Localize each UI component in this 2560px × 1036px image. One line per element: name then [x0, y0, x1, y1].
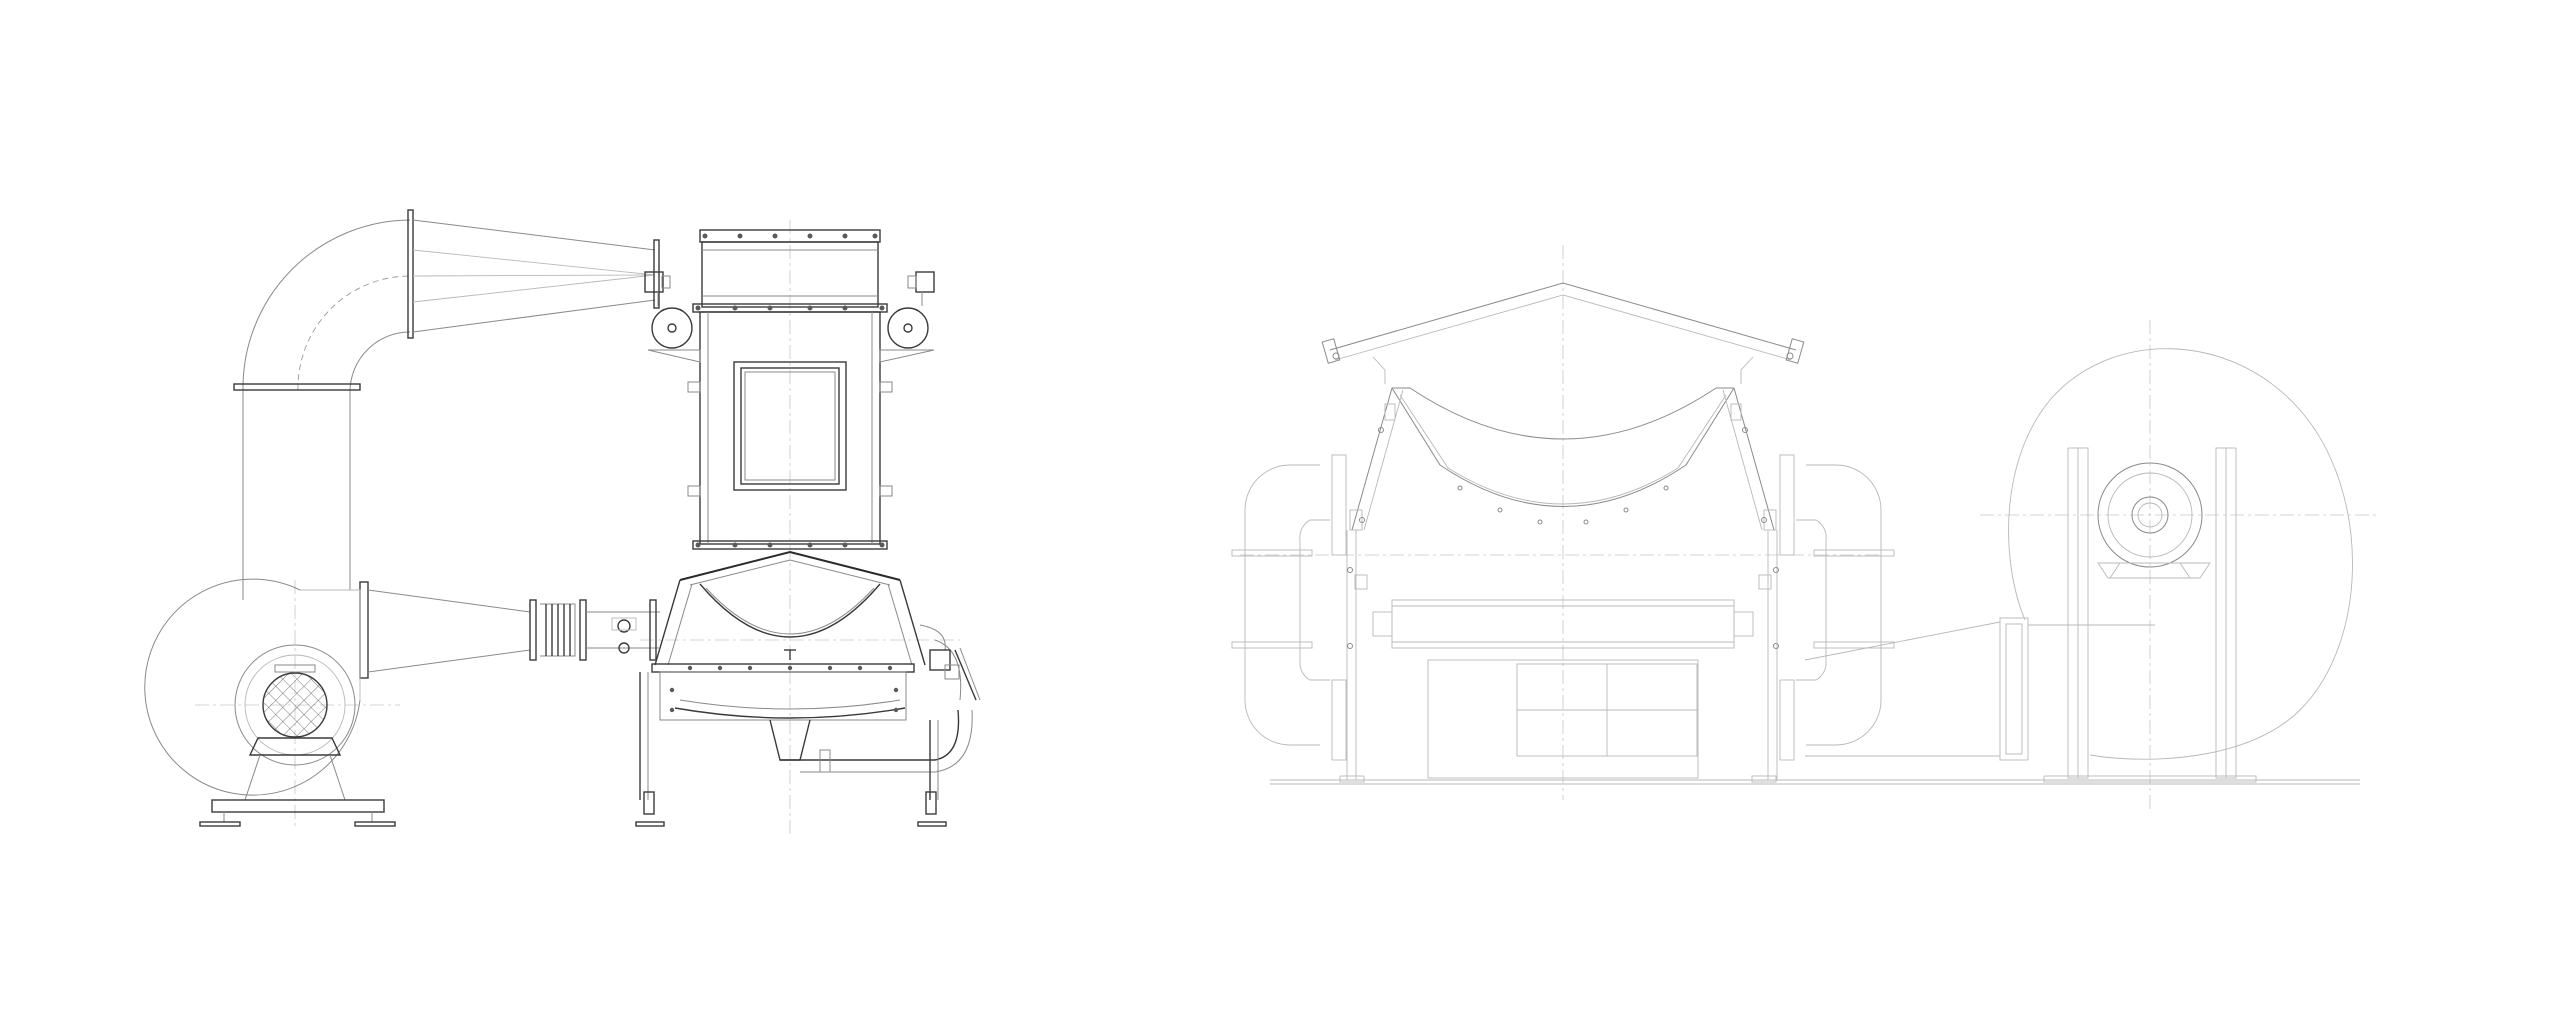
left-roller: [644, 271, 693, 349]
fan-volute-front: [2008, 348, 2353, 783]
inlet-duct: [359, 581, 660, 679]
side-ducts: [1231, 454, 1895, 761]
right-roller: [887, 271, 935, 349]
ground-line: [1270, 775, 2360, 785]
side-elevation-view: [144, 209, 981, 835]
connecting-duct: [1804, 617, 2090, 761]
centerlines-right: [1240, 245, 2380, 810]
upper-housing: [647, 229, 935, 550]
flange-bolts: [695, 233, 885, 548]
support-legs: [635, 672, 947, 827]
front-elevation-view: [1231, 245, 2380, 810]
centrifugal-fan: [144, 578, 396, 827]
side-frames: [1346, 387, 1779, 780]
trough: [1391, 387, 1735, 525]
lower-hopper: [651, 550, 926, 761]
canopy-roof: [1321, 282, 1805, 384]
central-drum: [1372, 599, 1754, 779]
upper-elbow-duct: [233, 209, 660, 600]
discharge-pipe: [780, 624, 981, 773]
